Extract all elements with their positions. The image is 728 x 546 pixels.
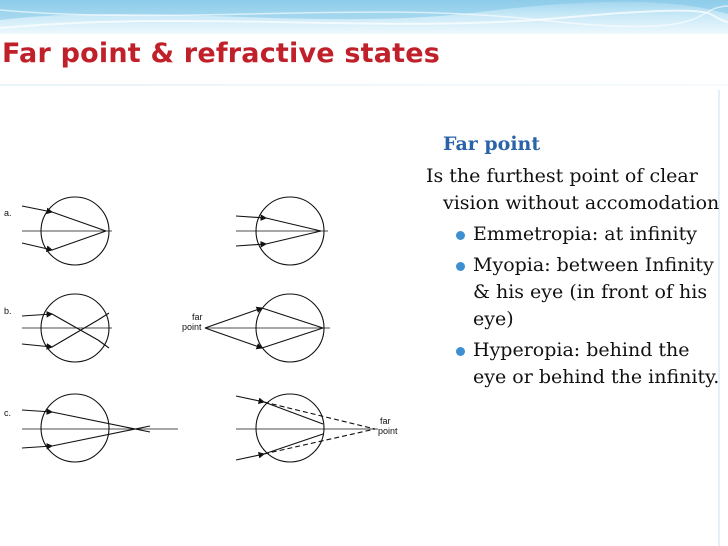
bullet-text: Myopia: between Infinity & his eye (in f… (473, 254, 714, 330)
header-banner (0, 0, 728, 34)
definition-text: Is the furthest point of clear vision wi… (426, 165, 720, 214)
bullet-dot-icon (456, 347, 465, 356)
title-divider (0, 84, 728, 86)
bullet-list: Emmetropia: at infinity Myopia: between … (426, 221, 726, 391)
bullet-text: Emmetropia: at infinity (473, 223, 697, 245)
list-item: Emmetropia: at infinity (456, 221, 726, 248)
row-label-a: a. (4, 208, 12, 218)
list-item: Myopia: between Infinity & his eye (in f… (456, 252, 726, 333)
bullet-text: Hyperopia: behind the eye or behind the … (473, 339, 720, 388)
eye-c-right (255, 393, 325, 463)
eye-c-left (40, 393, 110, 463)
myopia-row (21, 293, 330, 363)
wave-decoration (0, 0, 728, 29)
content-panel: Far point Is the furthest point of clear… (426, 133, 726, 395)
row-label-b: b. (4, 306, 12, 316)
far-point-label-c-line2: point (378, 426, 398, 436)
far-point-label-b-line1: far (192, 312, 203, 322)
hyperopia-row (21, 393, 378, 463)
list-item: Hyperopia: behind the eye or behind the … (456, 337, 726, 391)
bullet-dot-icon (456, 262, 465, 271)
far-point-label-c-line1: far (380, 416, 391, 426)
far-point-label-b-line2: point (182, 322, 202, 332)
emmetropia-row (21, 196, 328, 266)
refraction-diagram: a. b. c. far point far point (4, 196, 398, 463)
subheading: Far point (443, 133, 541, 155)
bullet-dot-icon (456, 231, 465, 240)
slide-title: Far point & refractive states (2, 38, 441, 69)
right-border (718, 90, 720, 546)
row-label-c: c. (4, 408, 11, 418)
